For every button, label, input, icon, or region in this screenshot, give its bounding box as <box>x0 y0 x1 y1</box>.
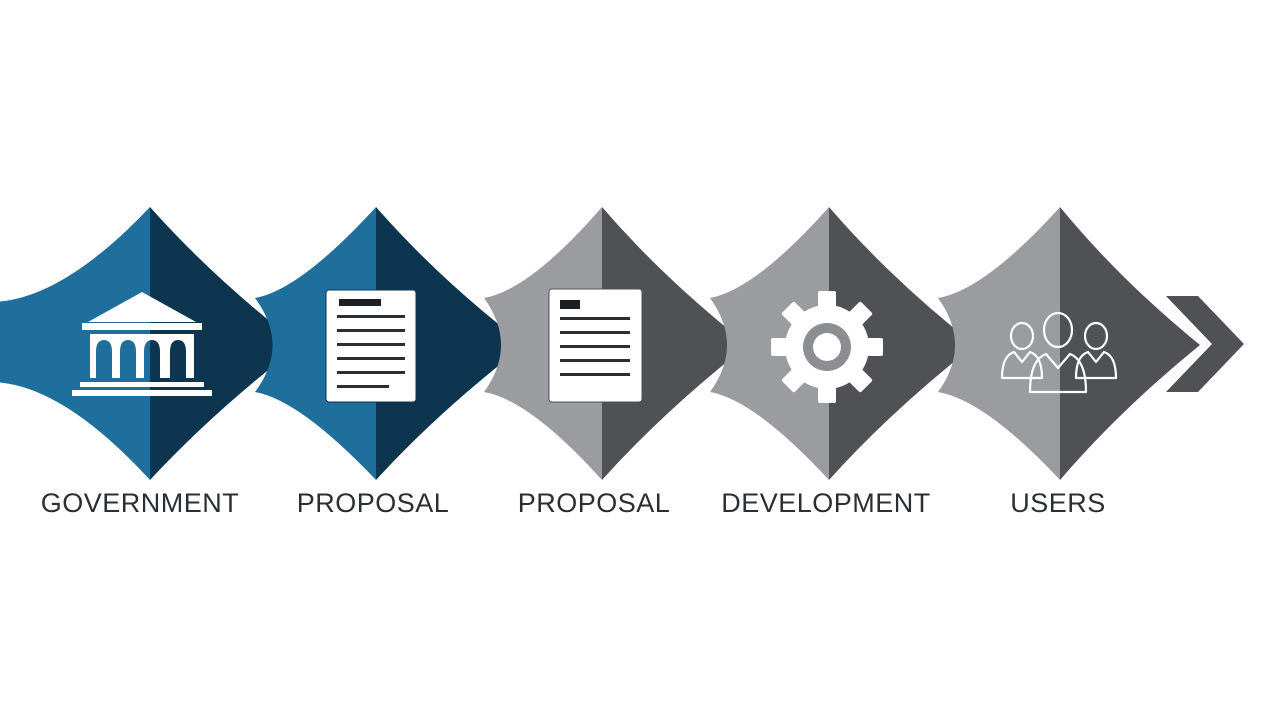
step-4-label: DEVELOPMENT <box>721 488 931 518</box>
step-2-shape <box>255 207 525 480</box>
end-arrow-icon <box>1166 296 1244 392</box>
step-5-label: USERS <box>1010 488 1106 518</box>
step-3-shape <box>484 207 748 480</box>
step-4-shape <box>710 207 975 480</box>
users-group-icon <box>1000 311 1118 394</box>
step-5-shape <box>938 207 1200 480</box>
gear-icon <box>771 291 883 403</box>
document-icon <box>325 289 417 403</box>
step-1-label: GOVERNMENT <box>40 488 240 518</box>
government-building-icon <box>72 292 212 396</box>
step-1-shape <box>0 207 300 480</box>
document-icon <box>548 288 643 403</box>
step-3-label: PROPOSAL <box>517 488 671 518</box>
step-2-label: PROPOSAL <box>296 488 450 518</box>
